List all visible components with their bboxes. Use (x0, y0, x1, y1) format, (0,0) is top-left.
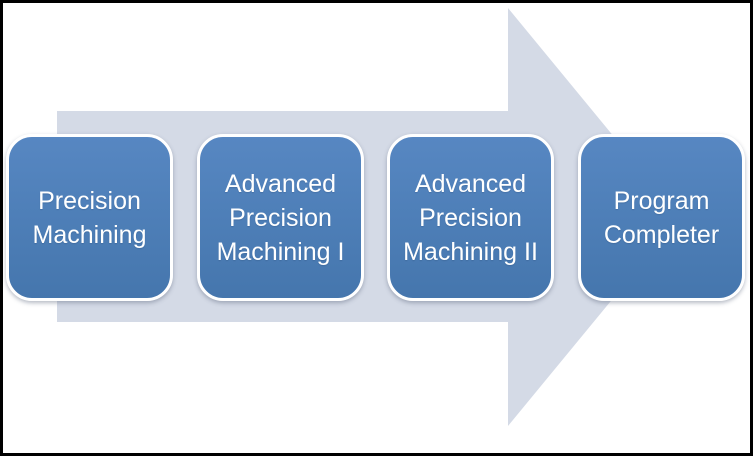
step-box-precision-machining: Precision Machining (6, 134, 173, 301)
step-box-advanced-precision-machining-1: Advanced Precision Machining I (197, 134, 364, 301)
step-box-program-completer: Program Completer (578, 134, 745, 301)
step-label-line: Machining I (216, 237, 345, 266)
process-arrow (57, 8, 680, 426)
step-label-line: Advanced (224, 169, 337, 198)
step-label-line: Precision (38, 186, 141, 215)
step-label-line: Machining II (403, 237, 538, 266)
step-label-line: Machining (32, 220, 147, 249)
right-arrow-shape (57, 8, 680, 426)
step-box-advanced-precision-machining-2: Advanced Precision Machining II (387, 134, 554, 301)
step-label-line: Completer (603, 220, 720, 249)
step-label-line: Program (613, 186, 710, 215)
step-label-line: Advanced (414, 169, 527, 198)
step-label-line: Precision (419, 203, 522, 232)
step-label-line: Precision (229, 203, 332, 232)
